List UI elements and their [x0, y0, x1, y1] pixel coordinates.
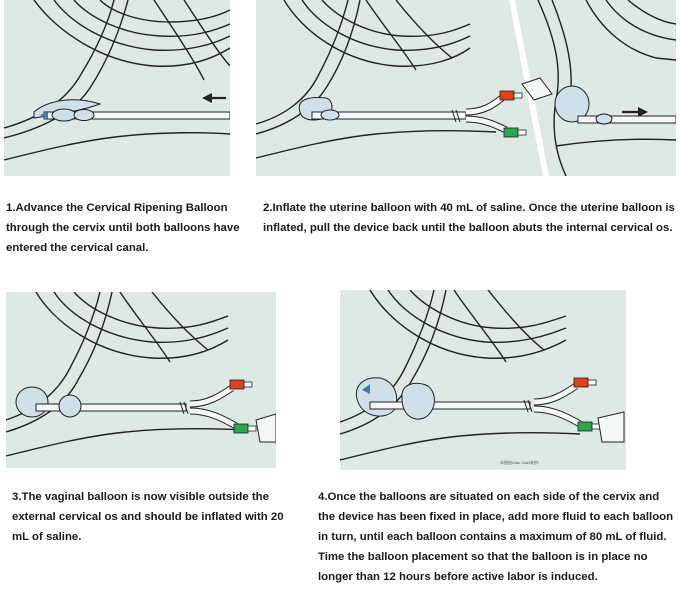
- step2-inset-catheter: [554, 85, 676, 125]
- step2-caption: 2.Inflate the uterine balloon with 40 mL…: [263, 202, 675, 234]
- syringe-icon: [255, 413, 276, 443]
- red-valve-icon: [229, 379, 245, 390]
- step2-catheter: [298, 77, 553, 138]
- green-valve-icon: [503, 127, 519, 138]
- step4-anatomy-drawing: [340, 290, 625, 461]
- pull-arrow-icon: [622, 107, 648, 117]
- step2-illustration: [256, 0, 676, 176]
- step4-catheter: [356, 377, 625, 443]
- step1-caption: 1.Advance the Cervical Ripening Balloon …: [6, 202, 240, 254]
- syringe-icon: [597, 411, 625, 443]
- step1-anatomy-drawing: [4, 0, 230, 161]
- step3-illustration: [6, 292, 276, 468]
- step3-catheter: [15, 379, 276, 443]
- syringe-icon: [521, 77, 553, 101]
- push-arrow-icon: [202, 93, 226, 103]
- step4-caption: 4.Once the balloons are situated on each…: [318, 491, 674, 583]
- step3-caption: 3.The vaginal balloon is now visible out…: [12, 491, 284, 543]
- step1-catheter: [40, 108, 230, 122]
- step2-anatomy-drawing: [256, 0, 676, 176]
- step4-illustration: 本图由Lilac Clark制作: [340, 290, 626, 470]
- green-valve-icon: [233, 423, 249, 434]
- step3-anatomy-drawing: [6, 292, 276, 457]
- red-valve-icon: [499, 90, 515, 101]
- step1-illustration: [4, 0, 230, 176]
- red-valve-icon: [573, 377, 589, 388]
- illustration-credit: 本图由Lilac Clark制作: [500, 460, 539, 465]
- green-valve-icon: [577, 421, 593, 432]
